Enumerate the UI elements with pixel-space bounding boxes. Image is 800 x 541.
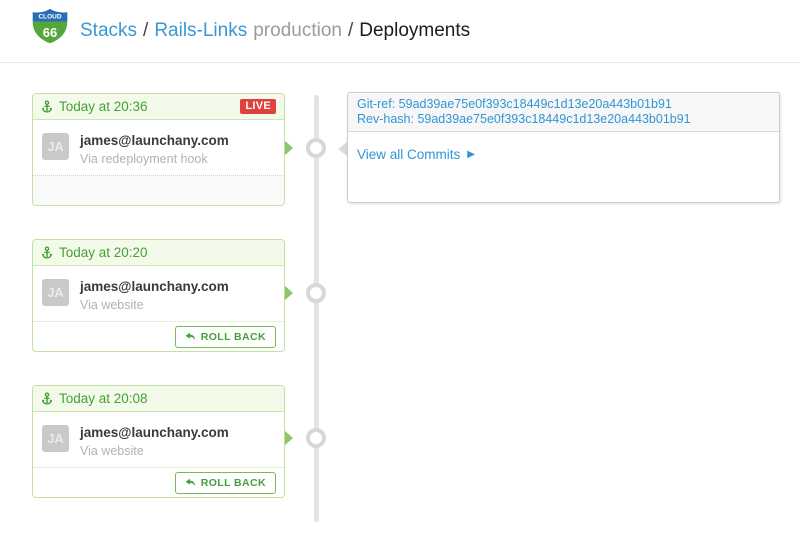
card-divider — [33, 467, 284, 468]
timeline-line — [314, 95, 319, 522]
roll-back-label: ROLL BACK — [200, 330, 266, 343]
commit-panel-body: View all Commits ▶ — [348, 132, 779, 178]
avatar: JA — [42, 133, 69, 160]
deploy-anchor-icon — [41, 392, 53, 405]
commit-panel: Git-ref: 59ad39ae75e0f393c18449c1d13e20a… — [347, 92, 780, 203]
timeline-dot — [306, 428, 326, 448]
roll-back-label: ROLL BACK — [200, 476, 266, 489]
roll-back-button[interactable]: ROLL BACK — [174, 325, 276, 348]
breadcrumb-environment: production — [253, 20, 342, 41]
view-all-commits-link[interactable]: View all Commits ▶ — [357, 147, 475, 162]
deploy-source: Via website — [80, 298, 144, 312]
page-title: Deployments — [359, 20, 471, 41]
card-pointer-arrow — [285, 286, 293, 300]
logo-bottom-text: 66 — [43, 25, 57, 40]
timeline-dot — [306, 138, 326, 158]
deployment-card-body: JA james@launchany.com Via website — [33, 266, 284, 321]
deployment-card-footer — [33, 176, 284, 205]
top-navigation-bar: CLOUD 66 Stacks / Rails-Links production… — [0, 0, 800, 63]
deployment-time: Today at 20:08 — [59, 391, 148, 406]
deployer-email: james@launchany.com — [80, 279, 229, 294]
right-triangle-icon: ▶ — [467, 148, 475, 160]
breadcrumb-stacks-link[interactable]: Stacks — [80, 20, 138, 41]
roll-back-button[interactable]: ROLL BACK — [174, 471, 276, 494]
commit-panel-header: Git-ref: 59ad39ae75e0f393c18449c1d13e20a… — [348, 93, 779, 132]
deployment-card-footer: ROLL BACK — [33, 468, 284, 497]
avatar: JA — [42, 425, 69, 452]
view-all-commits-label: View all Commits — [357, 147, 461, 162]
breadcrumb: Stacks / Rails-Links production / Deploy… — [80, 0, 470, 62]
deployment-card: Today at 20:08 JA james@launchany.com Vi… — [32, 385, 285, 498]
deployment-card: Today at 20:36 LIVE JA james@launchany.c… — [32, 93, 285, 206]
card-divider — [33, 321, 284, 322]
card-pointer-arrow — [285, 431, 293, 445]
git-ref: Git-ref: 59ad39ae75e0f393c18449c1d13e20a… — [357, 97, 672, 111]
rev-hash: Rev-hash: 59ad39ae75e0f393c18449c1d13e20… — [357, 112, 691, 126]
avatar: JA — [42, 279, 69, 306]
card-pointer-arrow — [285, 141, 293, 155]
timeline-dot — [306, 283, 326, 303]
deploy-source: Via redeployment hook — [80, 152, 208, 166]
deployment-card-header: Today at 20:36 LIVE — [33, 94, 284, 120]
deployment-card-header: Today at 20:08 — [33, 386, 284, 412]
rollback-reply-icon — [185, 478, 195, 486]
panel-pointer-arrow — [338, 142, 347, 156]
deployment-card-header: Today at 20:20 — [33, 240, 284, 266]
deploy-anchor-icon — [41, 100, 53, 113]
live-badge: LIVE — [240, 99, 276, 114]
breadcrumb-stack-name-link[interactable]: Rails-Links — [154, 20, 248, 41]
deployment-time: Today at 20:36 — [59, 99, 148, 114]
deployment-time: Today at 20:20 — [59, 245, 148, 260]
rollback-reply-icon — [185, 332, 195, 340]
deployment-card: Today at 20:20 JA james@launchany.com Vi… — [32, 239, 285, 352]
deployment-card-footer: ROLL BACK — [33, 322, 284, 351]
deployer-email: james@launchany.com — [80, 133, 229, 148]
deployer-email: james@launchany.com — [80, 425, 229, 440]
deployment-card-body: JA james@launchany.com Via redeployment … — [33, 120, 284, 175]
deploy-anchor-icon — [41, 246, 53, 259]
breadcrumb-separator: / — [143, 20, 149, 41]
deploy-source: Via website — [80, 444, 144, 458]
logo-top-text: CLOUD — [38, 14, 61, 21]
card-divider — [33, 175, 284, 176]
cloud66-logo-icon[interactable]: CLOUD 66 — [30, 7, 70, 45]
breadcrumb-separator: / — [347, 20, 354, 41]
deployment-card-body: JA james@launchany.com Via website — [33, 412, 284, 467]
